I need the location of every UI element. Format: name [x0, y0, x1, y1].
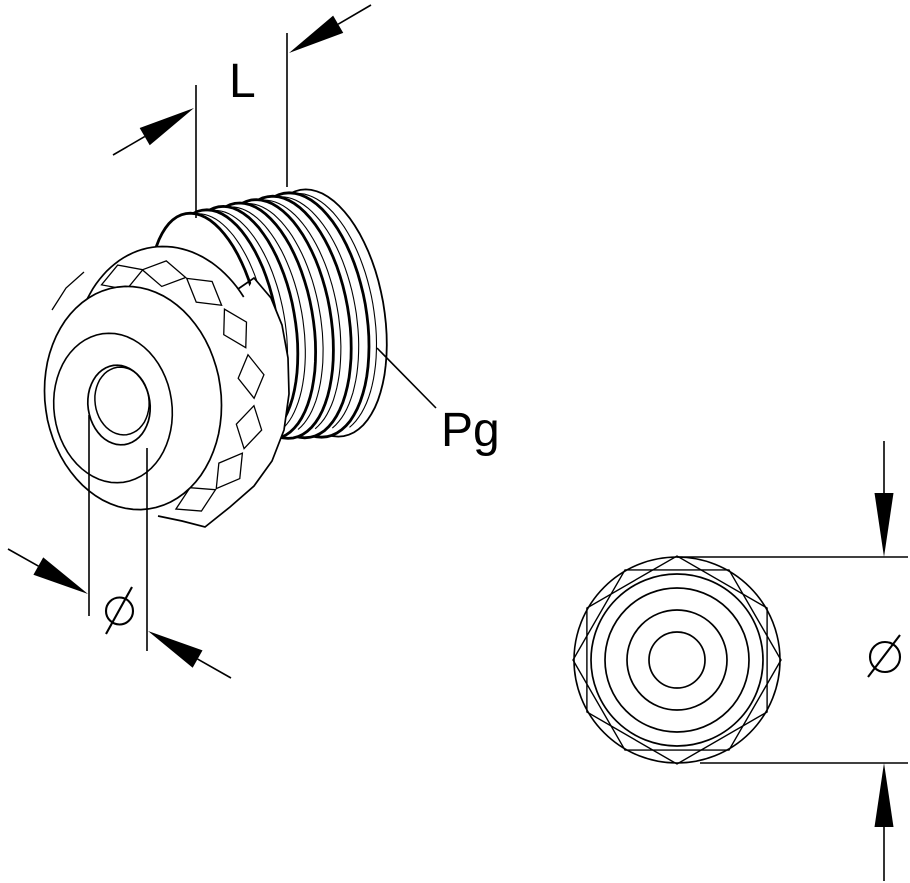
dia-arrow-right-tail — [197, 658, 232, 679]
diameter-symbol-isometric: ⌀ — [104, 586, 135, 635]
front-arrow-bottom-head — [874, 763, 894, 827]
dia-arrow-left-tail — [7, 548, 39, 567]
l-arrow-right-head — [289, 15, 344, 54]
knurl-hexagon-a — [572, 569, 782, 751]
thread-root-arc — [261, 196, 360, 429]
dia-arrow-left-head — [33, 557, 88, 594]
face-collar-ellipse — [52, 332, 174, 484]
front-hole-circle — [648, 631, 706, 689]
diameter-glyph-slash — [105, 586, 133, 635]
l-arrow-left-tail — [112, 135, 146, 156]
knurl-hexagon-b — [586, 555, 768, 765]
l-arrow-left-head — [139, 108, 194, 146]
front-ring-circle — [626, 609, 728, 711]
diameter-symbol-front: ⌀ — [867, 634, 902, 678]
knurl-facet-diamond — [215, 452, 244, 490]
diameter-glyph-circle — [868, 640, 902, 674]
knurl-facet-diamond — [237, 353, 265, 400]
thread-size-label: Pg — [441, 404, 500, 457]
nut-shoulder-edge — [157, 276, 290, 528]
knurl-facet-edge — [51, 271, 85, 311]
diameter-glyph-circle — [104, 596, 135, 626]
knurl-facet-diamond — [100, 264, 145, 291]
length-dimension-label: L — [229, 55, 256, 108]
knurl-facet-diamond — [141, 260, 187, 288]
thread-root-arc — [245, 199, 342, 430]
dimension-annotations — [7, 4, 908, 881]
knurl-facet-diamond — [235, 404, 263, 450]
pg-leader-line — [376, 347, 437, 409]
knurl-facet-diamond — [174, 487, 217, 512]
hole-bore-edge — [94, 366, 150, 436]
thread-root-arc — [277, 192, 378, 428]
knurl-facet-diamond — [185, 277, 223, 307]
thread-root-arc — [213, 206, 306, 431]
front-ring-circle — [604, 587, 750, 733]
diameter-glyph-slash — [867, 634, 901, 678]
knurl-facet-diamond — [223, 308, 248, 349]
front-arrow-top-head — [874, 493, 894, 557]
front-ring-circle — [590, 573, 764, 747]
dia-arrow-right-head — [148, 631, 203, 668]
gland-front-view — [572, 555, 782, 765]
l-arrow-right-tail — [337, 4, 372, 25]
thread-root-arc — [229, 203, 324, 430]
